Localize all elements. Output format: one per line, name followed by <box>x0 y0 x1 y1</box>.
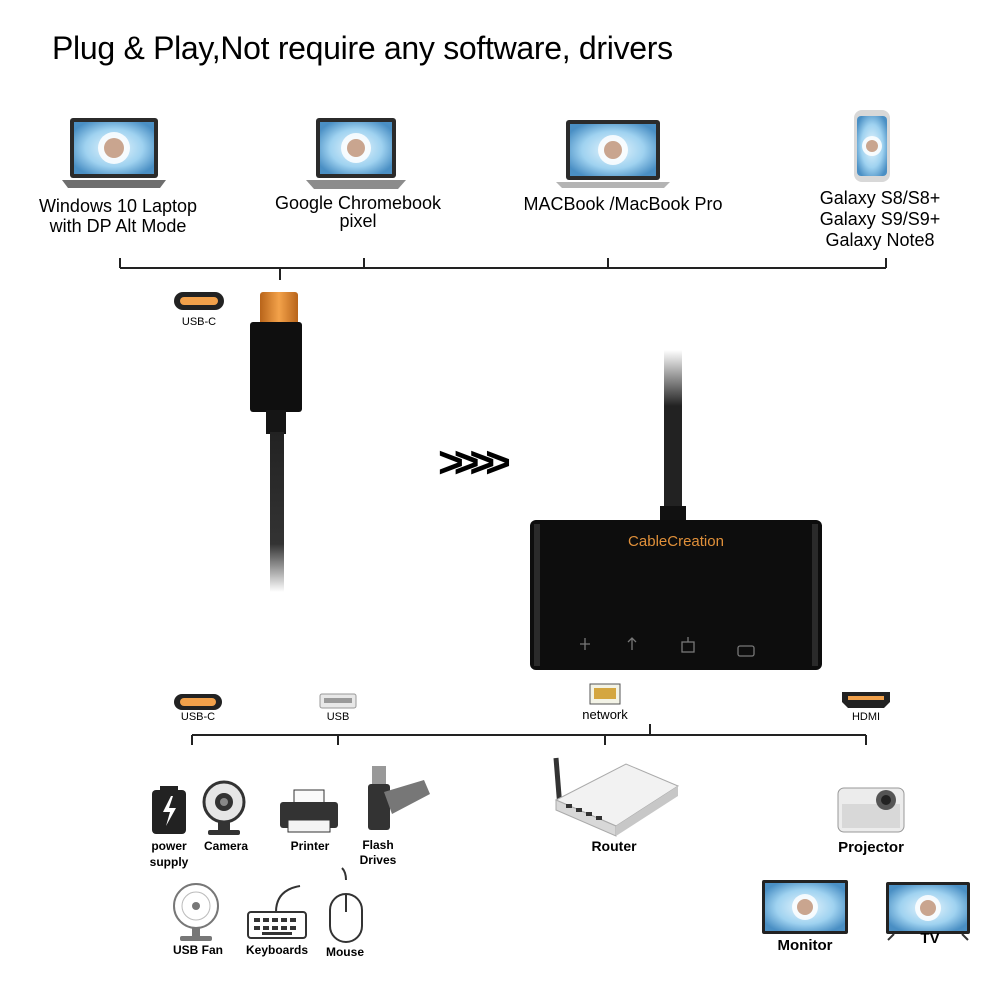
phone-icon <box>854 110 890 182</box>
ethernet-port-icon <box>589 683 621 705</box>
adapter-cable-collar <box>660 506 686 520</box>
hdmi-port-icon <box>842 692 890 708</box>
label-usb-fan: USB Fan <box>172 943 223 957</box>
printer-icon <box>280 789 338 833</box>
laptop-icon <box>62 118 166 188</box>
output-port-label-hdmi: HDMI <box>851 711 881 723</box>
output-port-label-usb: USB <box>326 711 350 723</box>
mouse-icon <box>329 867 363 943</box>
label-router: Router <box>591 838 637 854</box>
adapter-hub <box>530 520 822 670</box>
adapter-cable <box>664 350 682 510</box>
usb-c-plug <box>250 292 302 592</box>
direction-arrows: >>>> <box>438 438 511 487</box>
output-port-label-usb-c: USB-C <box>180 711 216 723</box>
label-projector: Projector <box>838 839 904 856</box>
source-label-galaxy: Galaxy S8/S8+Galaxy S9/S9+Galaxy Note8 <box>819 188 941 250</box>
headline: Plug & Play,Not require any software, dr… <box>52 30 673 66</box>
source-bracket <box>119 258 887 280</box>
label-camera: Camera <box>203 839 249 853</box>
usb-fan-icon <box>173 883 219 941</box>
usb-c-port-icon <box>174 694 222 710</box>
input-port-label: USB-C <box>181 316 217 328</box>
webcam-icon <box>202 780 246 835</box>
chromebook-icon <box>306 118 406 189</box>
label-printer: Printer <box>290 839 330 853</box>
usb-c-port-icon <box>174 292 224 310</box>
flash-drive-icon <box>368 766 430 830</box>
usb-a-port-icon <box>319 693 357 709</box>
monitor-icon <box>762 880 848 934</box>
label-keyboards: Keyboards <box>245 943 309 957</box>
router-icon <box>553 757 680 837</box>
projector-icon <box>837 787 905 833</box>
output-port-label-network: network <box>582 707 628 722</box>
source-label-macbook: MACBook /MacBook Pro <box>523 194 723 214</box>
tv-icon <box>886 882 970 941</box>
label-tv: TV <box>920 930 940 947</box>
battery-icon <box>152 786 186 834</box>
keyboard-icon <box>247 885 307 939</box>
adapter-brand: CableCreation <box>628 533 724 550</box>
output-bracket <box>191 724 867 745</box>
label-mouse: Mouse <box>325 945 364 959</box>
label-monitor: Monitor <box>777 937 833 954</box>
macbook-icon <box>556 120 670 188</box>
